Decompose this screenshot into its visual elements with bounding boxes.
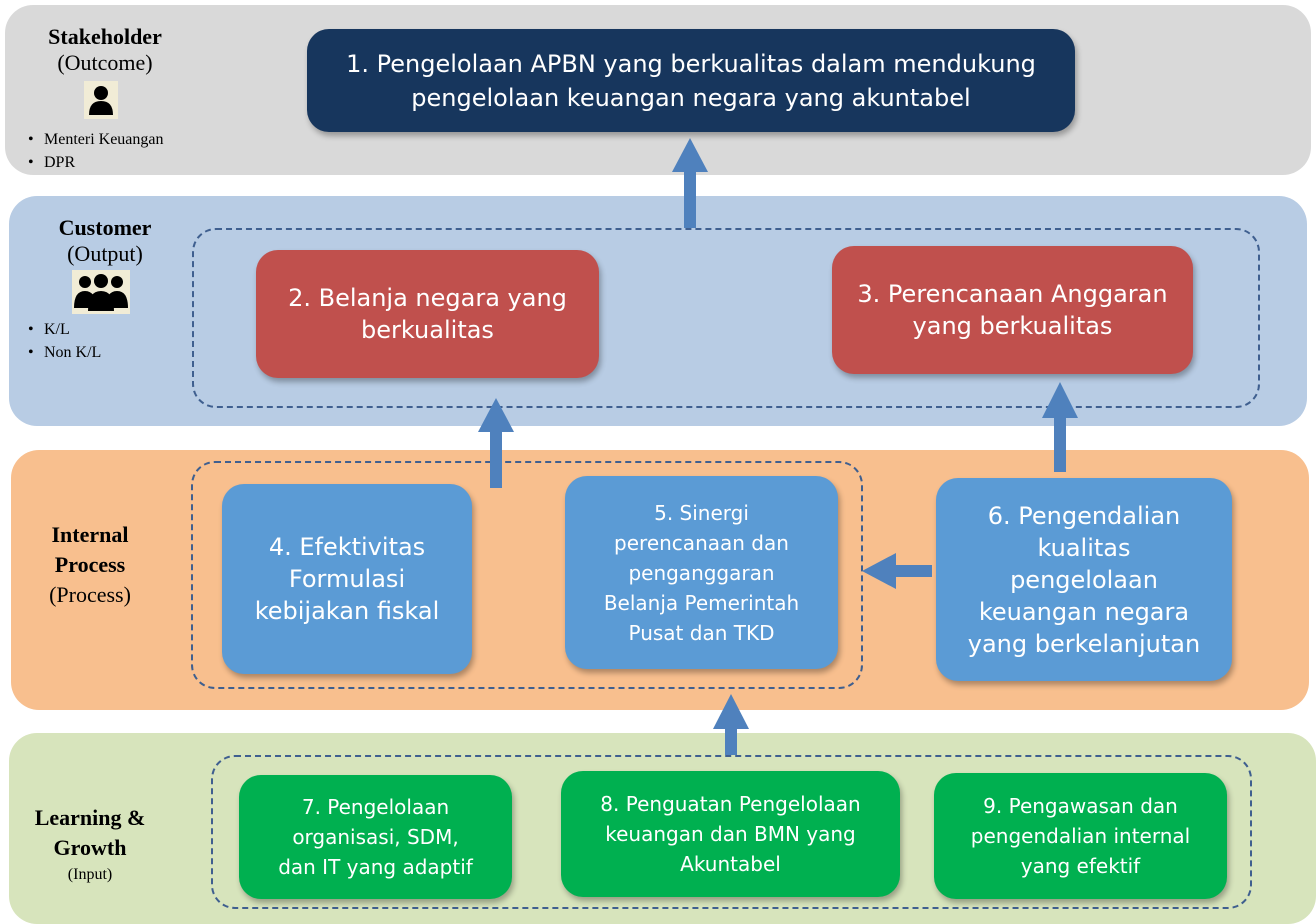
stakeholder-subtitle: (Outcome) <box>57 50 153 76</box>
customer-group-frame <box>192 228 1260 408</box>
objective-2-line: berkualitas <box>361 316 494 344</box>
objective-9-box: 9. Pengawasan dan pengendalian internal … <box>934 773 1227 899</box>
objective-1-line: pengelolaan keuangan negara yang akuntab… <box>411 83 971 112</box>
list-item: Menteri Keuangan <box>28 128 164 151</box>
objective-4-line: 4. Efektivitas <box>268 533 426 561</box>
learning-title-line1: Learning & <box>34 805 146 830</box>
objective-5-line: perencanaan dan <box>614 530 789 555</box>
group-icon <box>72 270 130 314</box>
objective-7-line: organisasi, SDM, <box>292 825 459 849</box>
objective-6-line: kualitas <box>1037 533 1131 562</box>
internal-process-label: Internal Process (Process) <box>20 520 160 610</box>
objective-9-line: yang efektif <box>1020 854 1141 878</box>
objective-6-line: keuangan negara <box>978 597 1190 626</box>
objective-1-line: 1. Pengelolaan APBN yang berkualitas dal… <box>346 49 1036 78</box>
stakeholder-label: Stakeholder (Outcome) <box>30 24 180 77</box>
objective-6-box: 6. Pengendalian kualitas pengelolaan keu… <box>936 478 1232 681</box>
person-icon <box>84 81 118 119</box>
list-item: Non K/L <box>28 341 101 364</box>
customer-label: Customer (Output) <box>30 215 180 268</box>
objective-5-line: Pusat dan TKD <box>628 620 775 645</box>
objective-8-line: Akuntabel <box>680 852 781 876</box>
objective-7-box: 7. Pengelolaan organisasi, SDM, dan IT y… <box>239 775 512 899</box>
customer-subtitle: (Output) <box>67 241 143 267</box>
objective-2-line: 2. Belanja negara yang <box>288 284 567 312</box>
objective-6-line: yang berkelanjutan <box>967 629 1201 658</box>
objective-3-line: yang berkualitas <box>912 312 1113 340</box>
internal-title-line2: Process <box>54 552 126 577</box>
objective-2-box: 2. Belanja negara yang berkualitas <box>256 250 599 378</box>
objective-5-line: Belanja Pemerintah <box>603 590 800 615</box>
objective-7-line: dan IT yang adaptif <box>278 855 473 879</box>
objective-8-line: keuangan dan BMN yang <box>605 822 856 846</box>
learning-title-line2: Growth <box>53 835 127 860</box>
customer-title: Customer <box>58 215 152 240</box>
list-item: K/L <box>28 318 101 341</box>
objective-9-line: 9. Pengawasan dan <box>983 794 1178 818</box>
learning-growth-label: Learning & Growth (Input) <box>20 803 160 887</box>
objective-4-line: kebijakan fiskal <box>254 597 440 625</box>
objective-5-line: penganggaran <box>628 560 775 585</box>
objective-9-line: pengendalian internal <box>970 824 1191 848</box>
objective-3-line: 3. Perencanaan Anggaran <box>857 280 1168 308</box>
objective-5-box: 5. Sinergi perencanaan dan penganggaran … <box>565 476 838 669</box>
learning-subtitle: (Input) <box>67 866 113 883</box>
objective-6-line: 6. Pengendalian <box>987 501 1181 530</box>
objective-6-line: pengelolaan <box>1010 565 1158 594</box>
objective-8-box: 8. Penguatan Pengelolaan keuangan dan BM… <box>561 771 900 897</box>
objective-4-box: 4. Efektivitas Formulasi kebijakan fiska… <box>222 484 472 674</box>
list-item: DPR <box>28 151 164 174</box>
objective-1-box: 1. Pengelolaan APBN yang berkualitas dal… <box>307 29 1075 132</box>
customer-list: K/L Non K/L <box>28 318 101 364</box>
objective-4-line: Formulasi <box>288 565 406 593</box>
stakeholder-list: Menteri Keuangan DPR <box>28 128 164 174</box>
objective-7-line: 7. Pengelolaan <box>301 795 450 819</box>
stakeholder-title: Stakeholder <box>48 24 162 49</box>
person-icon-graphic <box>89 86 113 115</box>
internal-subtitle: (Process) <box>49 582 131 607</box>
objective-5-line: 5. Sinergi <box>654 500 749 525</box>
objective-3-box: 3. Perencanaan Anggaran yang berkualitas <box>832 246 1193 374</box>
group-icon-graphic <box>74 274 128 311</box>
objective-8-line: 8. Penguatan Pengelolaan <box>600 792 861 816</box>
internal-title-line1: Internal <box>51 522 129 547</box>
learning-group-frame <box>211 755 1252 909</box>
